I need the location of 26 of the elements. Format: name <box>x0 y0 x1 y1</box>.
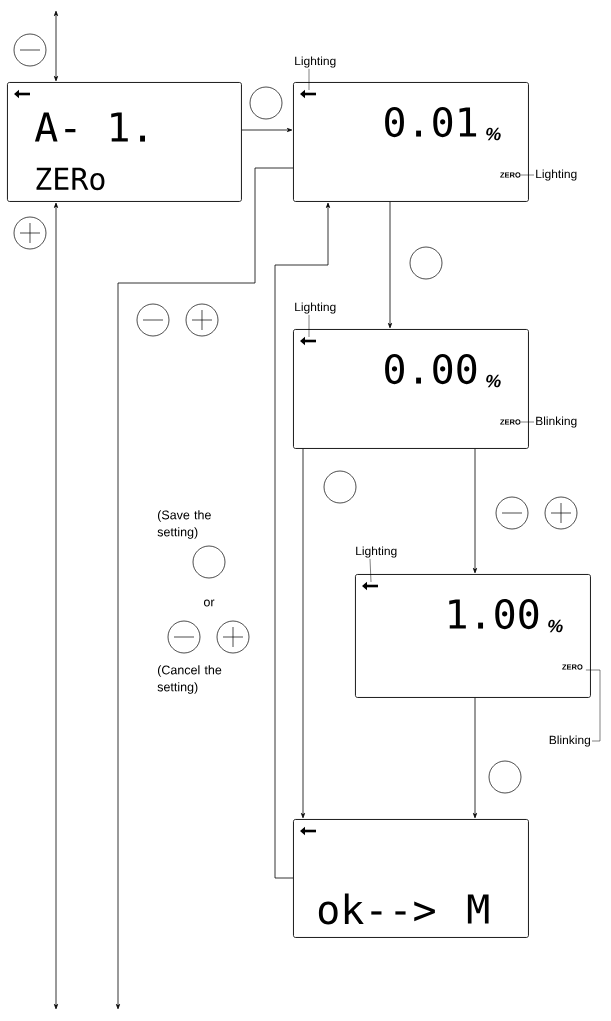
arrow <box>473 448 477 574</box>
arrow <box>54 10 58 82</box>
arrow <box>388 201 392 329</box>
status-label: Lighting <box>295 302 336 314</box>
lcd-display: A- 1. ZERo <box>7 82 242 202</box>
arrow <box>473 697 477 819</box>
status-label: Blinking <box>536 416 577 428</box>
leader-line <box>520 174 535 176</box>
leader-line <box>369 558 372 583</box>
arrow <box>301 448 305 819</box>
status-label: Lighting <box>356 546 397 558</box>
lcd-display: ok--> M <box>293 819 529 938</box>
note-text: (Cancel the setting) <box>157 665 222 694</box>
note-text: (Save the setting) <box>157 510 211 539</box>
status-label: Lighting <box>536 169 577 181</box>
leader-line <box>308 314 310 338</box>
leader-line <box>308 68 310 91</box>
arrow <box>274 202 330 879</box>
arrow <box>241 128 293 132</box>
status-label: Blinking <box>549 735 590 747</box>
status-label: Lighting <box>295 56 336 68</box>
leader-line <box>520 421 535 423</box>
note-text: or <box>203 599 215 607</box>
arrow <box>116 167 294 1010</box>
arrow <box>54 202 58 1010</box>
leader-line <box>585 669 601 742</box>
